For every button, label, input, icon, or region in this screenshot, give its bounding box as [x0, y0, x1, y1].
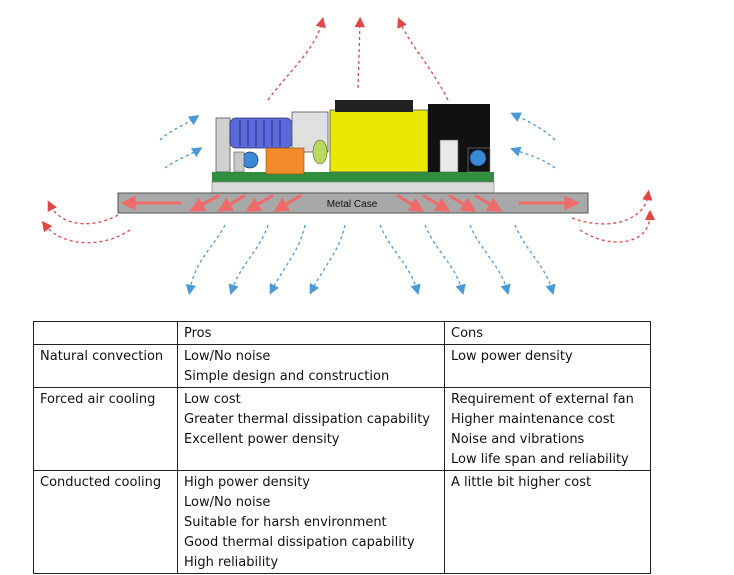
cool-air-arrow — [269, 224, 306, 295]
pcb — [212, 172, 494, 182]
capacitor-green — [312, 139, 328, 165]
hot-air-arrow — [571, 189, 653, 225]
cool-air-arrow — [514, 224, 556, 296]
method-name: Forced air cooling — [40, 392, 156, 407]
hot-air-arrow — [47, 200, 119, 225]
heatsink-left — [215, 117, 231, 173]
method-name: Conducted cooling — [40, 475, 162, 490]
pro-item: Excellent power density — [184, 432, 340, 447]
table-header-row: Pros Cons — [33, 321, 651, 345]
cool-air-arrows — [159, 112, 556, 296]
pros-cell: Low/No noise Simple design and construct… — [177, 344, 445, 388]
capacitor-right — [469, 149, 487, 167]
table-row: Natural convection Low/No noise Simple d… — [33, 344, 651, 388]
cool-air-arrow — [469, 224, 511, 296]
hot-air-arrow — [41, 220, 131, 244]
con-item: Requirement of external fan — [451, 392, 634, 407]
header-cons: Cons — [451, 326, 484, 341]
heat-arrow — [396, 194, 425, 212]
table-row: Forced air cooling Low cost Greater ther… — [33, 387, 651, 471]
cool-air-arrow — [185, 224, 226, 296]
transformer-frame — [335, 100, 413, 112]
method-cell: Forced air cooling — [33, 387, 178, 471]
cons-cell: Low power density — [444, 344, 651, 388]
pro-item: Good thermal dissipation capability — [184, 535, 415, 550]
hot-air-arrow — [354, 16, 366, 89]
hot-air-arrow — [397, 17, 449, 101]
heat-arrow — [189, 194, 220, 212]
pro-item: High reliability — [184, 555, 279, 570]
heat-arrow — [422, 194, 451, 212]
cool-air-arrow — [510, 112, 556, 141]
con-item: Low life span and reliability — [451, 452, 629, 467]
pro-item: Simple design and construction — [184, 369, 390, 384]
pro-item: Low cost — [184, 392, 241, 407]
pro-item: High power density — [184, 475, 310, 490]
heat-conduction-arrows — [120, 194, 580, 212]
transformer — [329, 109, 429, 173]
cooling-comparison-table: Pros Cons Natural convection Low/No nois… — [33, 321, 651, 574]
pro-item: Suitable for harsh environment — [184, 515, 387, 530]
cooling-diagram: Metal Case — [41, 16, 656, 296]
cool-air-arrow — [309, 224, 346, 295]
cons-cell: Requirement of external fan Higher maint… — [444, 387, 651, 471]
pros-cell: Low cost Greater thermal dissipation cap… — [177, 387, 445, 471]
capacitor-left — [241, 151, 259, 169]
header-cons-cell: Cons — [444, 321, 651, 345]
heat-arrow — [217, 194, 246, 212]
inductor — [265, 147, 305, 175]
header-method-cell — [33, 321, 178, 345]
cons-cell: A little bit higher cost — [444, 470, 651, 574]
pro-item: Greater thermal dissipation capability — [184, 412, 430, 427]
power-supply-board — [211, 100, 495, 194]
pro-item: Low/No noise — [184, 495, 271, 510]
cool-air-arrow — [510, 146, 556, 169]
heat-arrow — [448, 194, 477, 212]
pros-cell: High power density Low/No noise Suitable… — [177, 470, 445, 574]
method-cell: Conducted cooling — [33, 470, 178, 574]
component-block — [233, 151, 245, 173]
con-item: Noise and vibrations — [451, 432, 585, 447]
cool-air-arrow — [228, 224, 269, 295]
bottom-plate — [211, 181, 495, 194]
cool-air-arrow — [164, 147, 203, 169]
heatsink-right — [439, 139, 459, 173]
hot-air-arrows — [41, 16, 656, 244]
cool-air-arrow — [159, 115, 200, 141]
method-cell: Natural convection — [33, 344, 178, 388]
heat-arrow — [474, 194, 503, 212]
method-name: Natural convection — [40, 349, 164, 364]
header-pros-cell: Pros — [177, 321, 445, 345]
cool-air-arrow — [379, 224, 421, 296]
con-item: Higher maintenance cost — [451, 412, 615, 427]
case-label: Metal Case — [327, 199, 378, 210]
table-row: Conducted cooling High power density Low… — [33, 470, 651, 574]
coil — [229, 117, 293, 149]
hot-air-arrow — [579, 209, 656, 243]
heat-arrow — [245, 194, 274, 212]
connector — [467, 147, 491, 173]
con-item: Low power density — [451, 349, 573, 364]
con-item: A little bit higher cost — [451, 475, 592, 490]
hot-air-arrow — [267, 16, 326, 101]
header-pros: Pros — [184, 326, 212, 341]
pro-item: Low/No noise — [184, 349, 271, 364]
cool-air-arrow — [424, 224, 466, 296]
heat-arrow — [273, 194, 302, 212]
